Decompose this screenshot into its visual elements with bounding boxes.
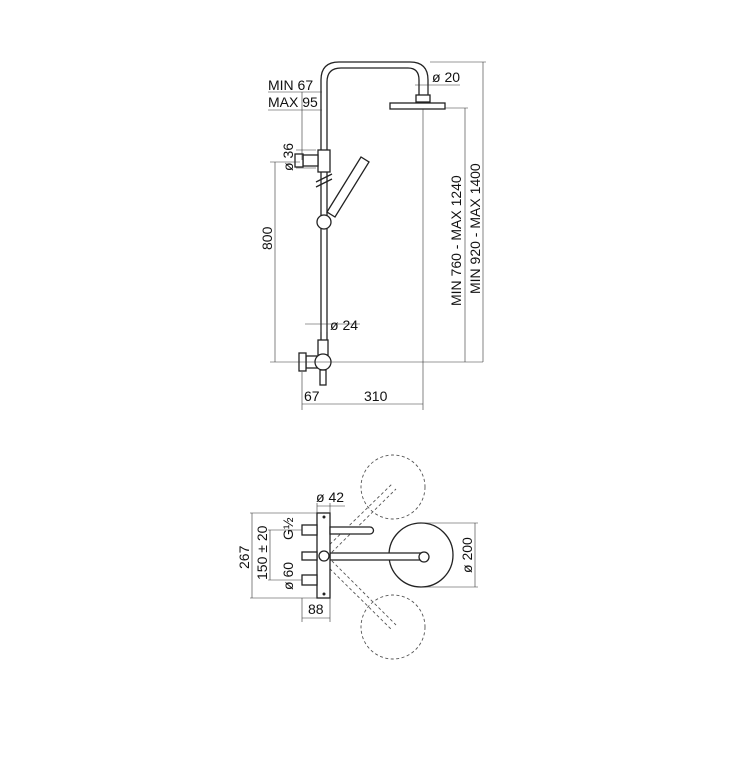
body-height-label: 267 bbox=[236, 545, 252, 569]
upper-wall-flange bbox=[294, 153, 304, 168]
head-connector-label: ø 20 bbox=[432, 69, 460, 85]
head-connector bbox=[415, 94, 431, 103]
spout-plan bbox=[329, 526, 375, 535]
bracket-diameter-label: ø 36 bbox=[280, 143, 296, 171]
pipe-joint bbox=[317, 339, 329, 356]
handle-bottom bbox=[301, 574, 318, 586]
outlet bbox=[319, 369, 327, 386]
slider bbox=[316, 214, 332, 230]
bracket-height-label: 800 bbox=[259, 226, 275, 250]
head-diameter-label: ø 200 bbox=[459, 537, 475, 573]
top-view: 267 150 ± 20 G½ ø 60 ø 42 88 ø 200 bbox=[236, 454, 478, 660]
handle-top bbox=[301, 524, 318, 536]
pipe-diameter-label: ø 24 bbox=[330, 317, 358, 333]
shower-head bbox=[389, 102, 446, 110]
thread-label: G½ bbox=[280, 517, 296, 540]
body-diameter-label: ø 42 bbox=[316, 489, 344, 505]
swing-position-top bbox=[360, 454, 426, 520]
screw-bottom bbox=[322, 592, 326, 596]
diverter bbox=[318, 550, 330, 562]
shower-arm-plan bbox=[329, 552, 423, 561]
depth-label: 88 bbox=[308, 601, 324, 617]
screw-top bbox=[322, 515, 326, 519]
wall-offset-label: 67 bbox=[304, 388, 320, 404]
hand-shower bbox=[326, 156, 370, 218]
max-offset-label: MAX 95 bbox=[268, 94, 318, 110]
dimension-lines bbox=[268, 61, 486, 410]
handle-middle bbox=[301, 551, 318, 561]
break-mark bbox=[315, 173, 333, 188]
handle-diameter-label: ø 60 bbox=[280, 562, 296, 590]
riser-pipe bbox=[320, 61, 429, 360]
total-height-label: MIN 920 - MAX 1400 bbox=[467, 163, 483, 294]
center-distance-label: 150 ± 20 bbox=[254, 525, 270, 580]
upper-wall-fitting bbox=[302, 154, 319, 167]
top-view-dimension-lines bbox=[250, 503, 478, 622]
head-connector-plan bbox=[418, 551, 430, 563]
min-offset-label: MIN 67 bbox=[268, 77, 313, 93]
upper-bracket bbox=[317, 149, 331, 173]
side-view: MIN 67 MAX 95 ø 20 ø 36 800 ø 24 MIN 760… bbox=[259, 61, 486, 410]
head-height-label: MIN 760 - MAX 1240 bbox=[448, 175, 464, 306]
swing-position-bottom bbox=[360, 594, 426, 660]
arm-reach-label: 310 bbox=[364, 388, 388, 404]
